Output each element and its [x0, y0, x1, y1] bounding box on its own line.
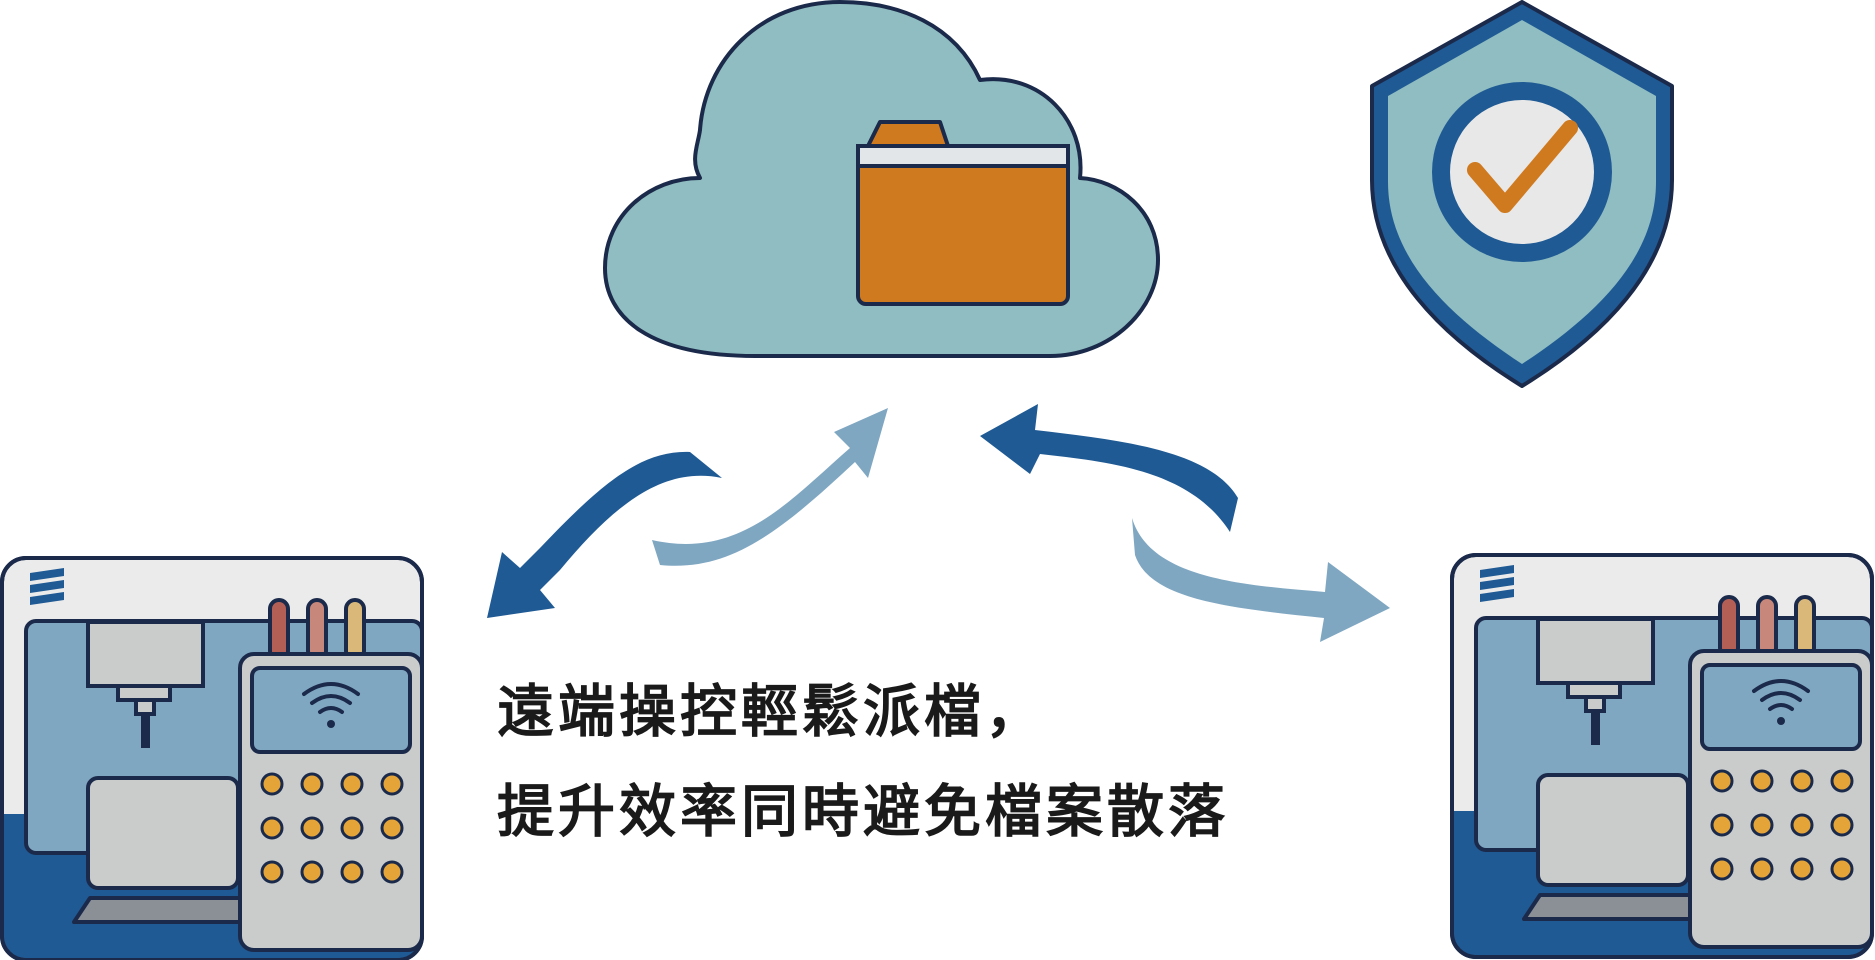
arrow-left-machine-to-cloud — [652, 408, 888, 566]
arrow-right-machine-to-cloud — [980, 404, 1238, 532]
cnc-machine-left — [0, 556, 424, 960]
folder-icon — [856, 120, 1070, 306]
cnc-machine-right — [1450, 553, 1874, 959]
caption-line-1: 遠端操控輕鬆派檔， — [497, 679, 1046, 745]
arrow-cloud-to-right-machine — [1132, 518, 1390, 642]
caption-line-2: 提升效率同時避免檔案散落 — [497, 779, 1229, 845]
arrow-cloud-to-left-machine — [487, 451, 722, 618]
caption: 遠端操控輕鬆派檔， 提升效率同時避免檔案散落 — [497, 662, 1457, 862]
shield-check-icon — [1370, 0, 1674, 388]
